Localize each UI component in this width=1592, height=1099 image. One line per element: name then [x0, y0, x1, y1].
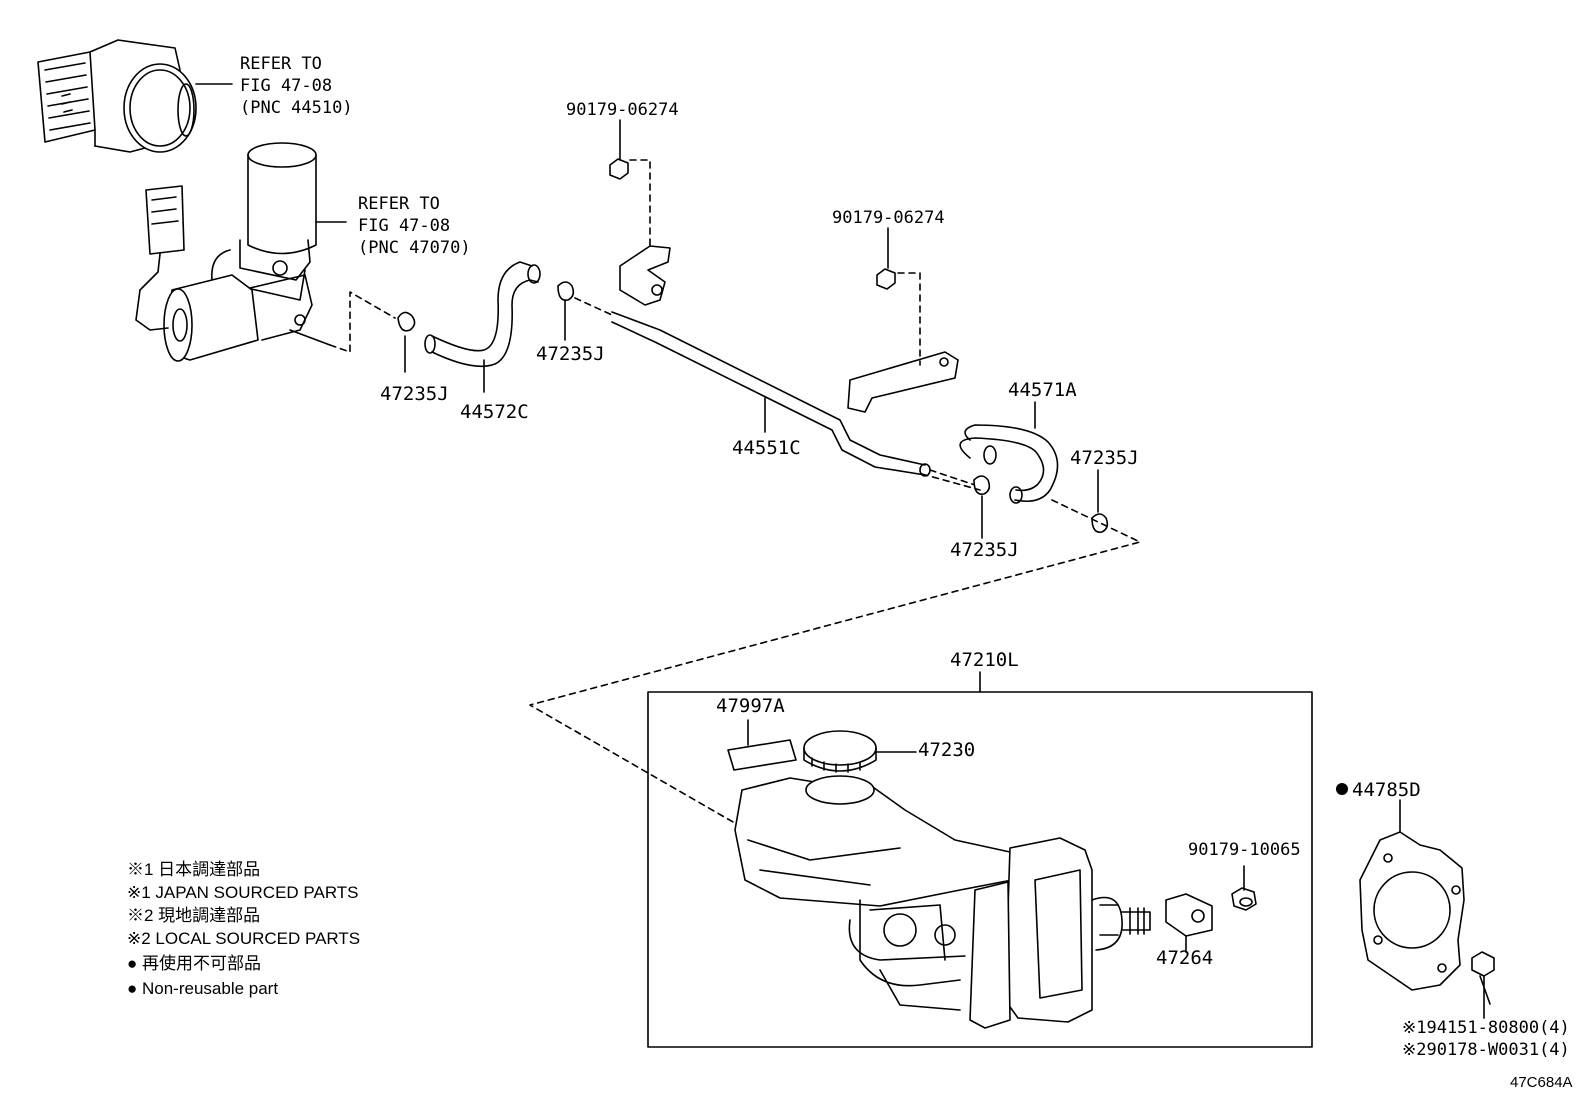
- bolt-top-drawing: [610, 120, 650, 245]
- part-gasket: 44785D: [1352, 779, 1421, 801]
- part-nut: 90179-10065: [1188, 840, 1301, 860]
- part-bolt-top: 90179-06274: [566, 100, 679, 120]
- legend-line5: ● 再使用不可部品: [127, 954, 261, 973]
- non-reusable-dot: [1336, 783, 1348, 795]
- part-label-sheet: 47997A: [716, 695, 785, 717]
- gasket-bolt-drawing: [1472, 952, 1494, 1018]
- legend-line4: ※2 LOCAL SOURCED PARTS: [127, 929, 361, 948]
- ref-pump-line2: FIG 47-08: [358, 216, 451, 236]
- part-assembly: 47210L: [950, 649, 1019, 671]
- label-sheet-drawing: [728, 720, 796, 770]
- part-clip-lower: 47235J: [950, 539, 1019, 561]
- ref-abs-line3: (PNC 44510): [240, 98, 353, 118]
- diagram-code: 47C684A: [1510, 1074, 1573, 1091]
- bracket-47264-drawing: [1166, 894, 1212, 952]
- reservoir-cap-drawing: [804, 731, 916, 772]
- clip-middle-drawing: [558, 282, 612, 340]
- gasket-44785d-drawing: [1360, 800, 1464, 990]
- pipe-44551c-drawing: [612, 246, 958, 476]
- part-pipe: 44551C: [732, 437, 801, 459]
- booster-ecu-drawing: [970, 838, 1150, 1028]
- part-hose-c: 44572C: [460, 401, 529, 423]
- legend-line3: ※2 現地調達部品: [127, 906, 261, 925]
- assembly-box: [647, 671, 1313, 1048]
- part-bolt-mid: 90179-06274: [832, 208, 945, 228]
- part-hose-a: 44571A: [1008, 379, 1077, 401]
- ref-abs-line1: REFER TO: [240, 54, 322, 74]
- part-bracket: 47264: [1156, 947, 1214, 969]
- ref-pump-line1: REFER TO: [358, 194, 440, 214]
- legend-line2: ※1 JAPAN SOURCED PARTS: [127, 883, 359, 902]
- part-bolt-ref2: ※290178-W0031(4): [1402, 1040, 1570, 1060]
- part-clip-right: 47235J: [1070, 447, 1139, 469]
- bolt-mid-drawing: [877, 228, 920, 365]
- legend-line6: ● Non-reusable part: [127, 979, 279, 998]
- part-clip-middle: 47235J: [536, 343, 605, 365]
- ref-abs-line2: FIG 47-08: [240, 76, 333, 96]
- pump-motor-drawing: [136, 143, 346, 361]
- part-clip-left: 47235J: [380, 383, 449, 405]
- part-bolt-ref1: ※194151-80800(4): [1402, 1018, 1570, 1038]
- clip-left-drawing: [398, 312, 415, 372]
- part-cap: 47230: [918, 739, 976, 761]
- clip-right-drawing: [1092, 470, 1107, 532]
- clip-lower-drawing: [974, 476, 989, 538]
- legend-line1: ※1 日本調達部品: [127, 860, 261, 879]
- hose-44572c-drawing: [425, 262, 540, 392]
- master-cylinder-drawing: [735, 776, 1012, 1010]
- hose-44571a-drawing: [960, 402, 1057, 503]
- nut-90179-10065-drawing: [1232, 866, 1256, 910]
- ref-pump-line3: (PNC 47070): [358, 238, 471, 258]
- abs-actuator-drawing: [38, 40, 232, 152]
